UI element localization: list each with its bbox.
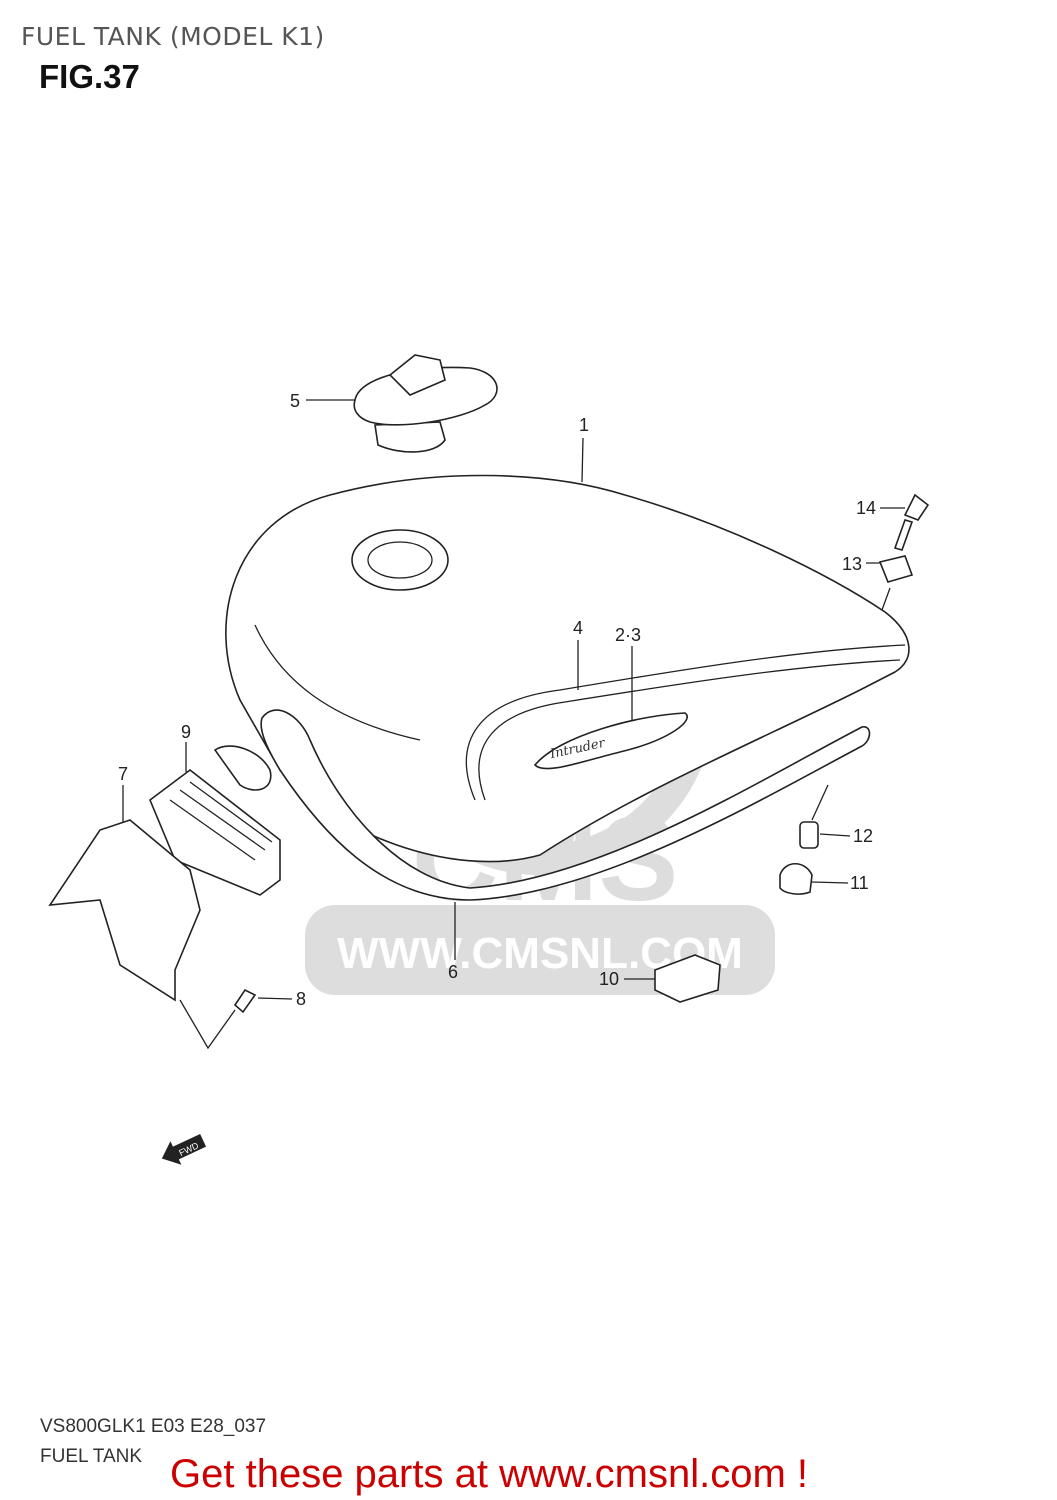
callout-9: 9 (181, 722, 191, 742)
callout-12: 12 (853, 826, 873, 846)
callout-2-3: 2·3 (615, 625, 641, 645)
bolt[interactable] (893, 493, 930, 551)
leader-lines (122, 399, 905, 1000)
cushion-block[interactable] (654, 954, 721, 1003)
page-title: FUEL TANK (MODEL K1) (21, 22, 325, 51)
callout-7: 7 (118, 764, 128, 784)
callout-8: 8 (296, 989, 306, 1009)
callout-1: 1 (579, 415, 589, 435)
fuel-tank[interactable]: Intruder (225, 474, 910, 863)
callout-13: 13 (842, 554, 862, 574)
fuel-cap[interactable] (353, 354, 498, 453)
callout-4: 4 (573, 618, 583, 638)
bracket[interactable] (48, 819, 201, 1002)
model-code: VS800GLK1 E03 E28_037 (40, 1416, 267, 1437)
section-name: FUEL TANK (40, 1446, 143, 1467)
figure-number: FIG.37 (39, 58, 140, 95)
cushion[interactable] (878, 555, 914, 583)
callout-5: 5 (290, 391, 300, 411)
promo-link[interactable]: Get these parts at www.cmsnl.com ! (170, 1452, 808, 1496)
callout-6: 6 (448, 962, 458, 982)
trim-strip[interactable] (260, 709, 871, 901)
cushion-bottom[interactable] (779, 862, 813, 895)
callout-10: 10 (599, 969, 619, 989)
cushion-lower[interactable] (799, 821, 819, 849)
callout-14: 14 (856, 498, 876, 518)
callout-11: 11 (850, 873, 869, 893)
screw[interactable] (233, 988, 257, 1014)
emblem (533, 712, 688, 770)
forward-arrow-icon: FWD (161, 1133, 207, 1165)
